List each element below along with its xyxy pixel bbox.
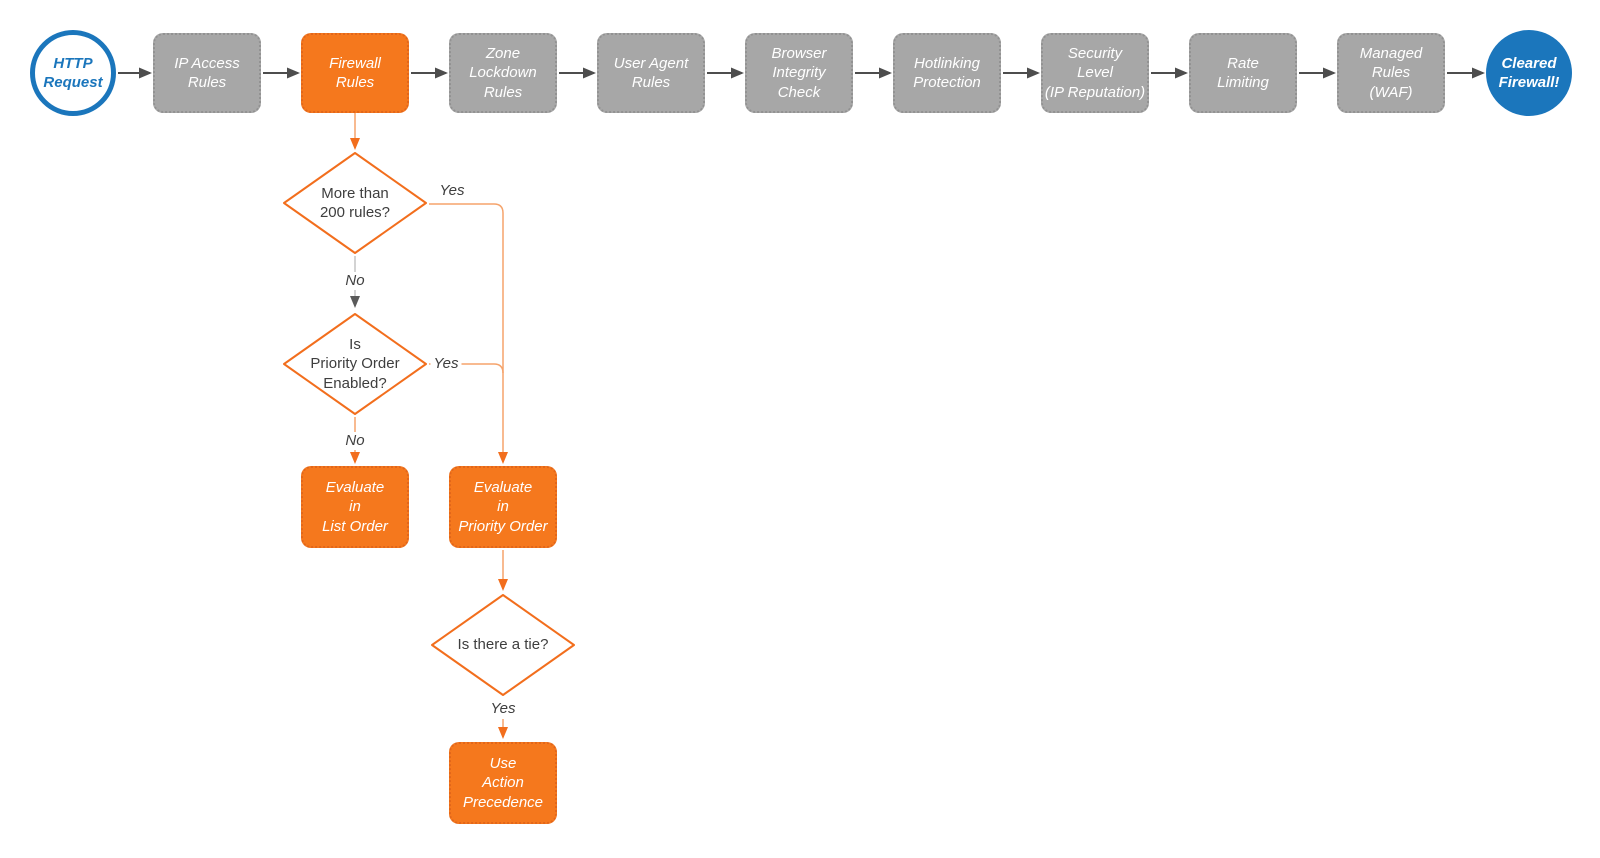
node-hotlinking-protection: Hotlinking Protection — [893, 33, 1001, 113]
diamond-shape — [431, 594, 575, 696]
node-firewall-rules: Firewall Rules — [301, 33, 409, 113]
edge-label-yes-priority: Yes — [430, 355, 462, 373]
node-use-action-precedence-label: Use Action Precedence — [462, 755, 544, 811]
node-user-agent-rules: User Agent Rules — [597, 33, 705, 113]
node-evaluate-in-list-order: Evaluate in List Order — [301, 466, 409, 548]
node-evaluate-in-list-order-label: Evaluate in List Order — [322, 479, 388, 535]
node-managed-rules-waf-label: Managed Rules (WAF) — [1359, 45, 1423, 101]
node-rate-limiting-label: Rate Limiting — [1217, 54, 1269, 91]
node-rate-limiting: Rate Limiting — [1189, 33, 1297, 113]
edge-yes-priority-join — [429, 363, 504, 374]
decision-priority-order-enabled: Is Priority Order Enabled? — [282, 312, 428, 416]
node-firewall-rules-label: Firewall Rules — [329, 54, 381, 91]
edge-label-no-200: No — [342, 272, 368, 290]
edge-label-yes-tie: Yes — [490, 700, 516, 717]
node-http-request: HTTP Request — [30, 30, 116, 116]
node-user-agent-rules-label: User Agent Rules — [613, 54, 689, 91]
node-cleared-firewall: Cleared Firewall! — [1486, 30, 1572, 116]
decision-is-there-a-tie: Is there a tie? — [430, 593, 576, 697]
node-ip-access-rules: IP Access Rules — [153, 33, 261, 113]
node-http-request-label: HTTP Request — [43, 54, 103, 91]
diamond-shape — [283, 152, 427, 254]
node-zone-lockdown-rules: Zone Lockdown Rules — [449, 33, 557, 113]
decision-more-than-200-rules-label: More than 200 rules? — [319, 184, 391, 222]
node-use-action-precedence: Use Action Precedence — [449, 742, 557, 824]
diamond-shape — [283, 313, 427, 415]
node-hotlinking-protection-label: Hotlinking Protection — [913, 54, 981, 91]
decision-priority-order-enabled-label: Is Priority Order Enabled? — [310, 335, 400, 392]
node-ip-access-rules-label: IP Access Rules — [174, 54, 240, 91]
edge-yes-200-to-priority-order — [429, 203, 508, 464]
node-security-level: Security Level (IP Reputation) — [1041, 33, 1149, 113]
node-evaluate-in-priority-order-label: Evaluate in Priority Order — [458, 479, 548, 535]
edge-label-yes-200: Yes — [439, 182, 465, 199]
node-cleared-firewall-label: Cleared Firewall! — [1498, 54, 1560, 91]
edge-label-no-priority: No — [342, 432, 368, 450]
node-browser-integrity-check-label: Browser Integrity Check — [771, 45, 827, 101]
node-evaluate-in-priority-order: Evaluate in Priority Order — [449, 466, 557, 548]
decision-more-than-200-rules: More than 200 rules? — [282, 151, 428, 255]
node-browser-integrity-check: Browser Integrity Check — [745, 33, 853, 113]
node-security-level-label: Security Level (IP Reputation) — [1044, 45, 1146, 101]
node-zone-lockdown-rules-label: Zone Lockdown Rules — [469, 45, 537, 101]
decision-is-there-a-tie-label: Is there a tie? — [457, 636, 549, 654]
node-managed-rules-waf: Managed Rules (WAF) — [1337, 33, 1445, 113]
